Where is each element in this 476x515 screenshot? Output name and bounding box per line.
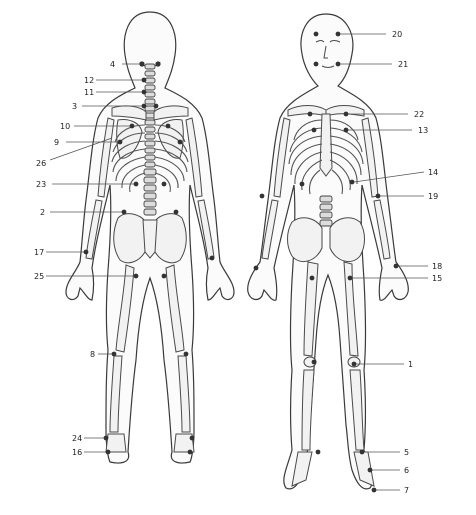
label-1: 1: [408, 360, 413, 369]
label-12: 12: [84, 76, 94, 85]
label-15: 15: [432, 274, 442, 283]
back-left-heel: [106, 434, 126, 452]
label-5: 5: [404, 448, 409, 457]
label-8: 8: [90, 350, 95, 359]
back-left-ilium: [114, 214, 146, 263]
label-10: 10: [60, 122, 70, 131]
label-22: 22: [414, 110, 424, 119]
front-left-tibia: [302, 370, 314, 450]
label-9: 9: [54, 138, 59, 147]
label-17: 17: [34, 248, 44, 257]
back-right-ilium: [154, 214, 186, 263]
front-left-ilium: [288, 218, 323, 262]
label-11: 11: [84, 88, 94, 97]
label-23: 23: [36, 180, 46, 189]
label-6: 6: [404, 466, 409, 475]
label-19: 19: [428, 192, 438, 201]
label-16: 16: [72, 448, 82, 457]
label-25: 25: [34, 272, 44, 281]
front-view-figure: [248, 14, 409, 489]
front-right-ilium: [330, 218, 365, 262]
label-7: 7: [404, 486, 409, 495]
marker-6: 6: [368, 466, 409, 475]
label-2: 2: [40, 208, 45, 217]
back-sacrum: [143, 220, 157, 258]
marker-7: 7: [372, 486, 409, 495]
label-3: 3: [72, 102, 77, 111]
label-18: 18: [432, 262, 442, 271]
label-20: 20: [392, 30, 402, 39]
label-21: 21: [398, 60, 408, 69]
label-24: 24: [72, 434, 82, 443]
front-sternum: [320, 114, 332, 176]
label-26: 26: [36, 159, 46, 168]
label-14: 14: [428, 168, 438, 177]
label-4: 4: [110, 60, 115, 69]
label-13: 13: [418, 126, 428, 135]
